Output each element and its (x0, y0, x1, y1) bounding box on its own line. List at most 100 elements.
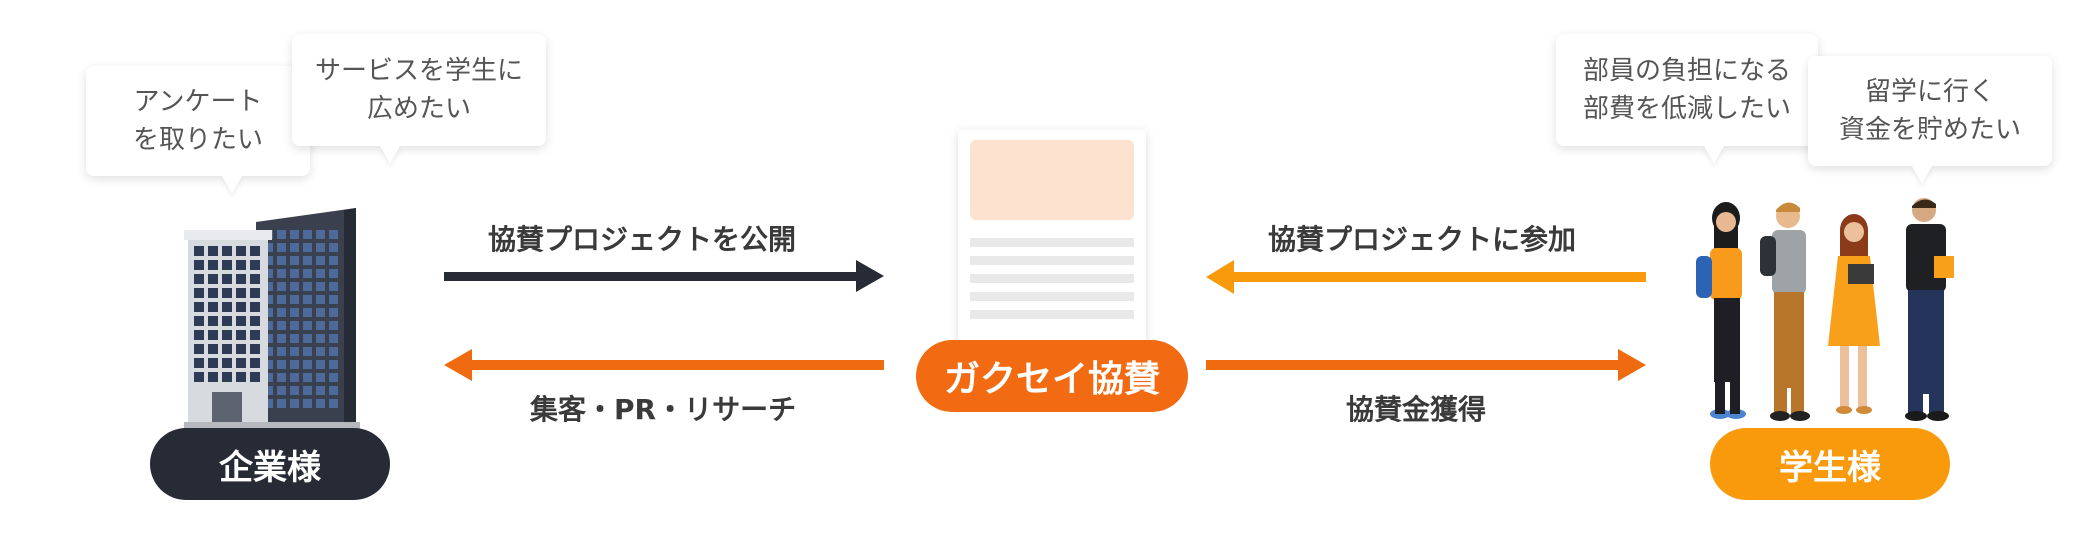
students-group-icon (1696, 198, 1954, 421)
building-window (303, 230, 312, 239)
bubble-line: サービスを学生に (314, 56, 523, 86)
building-window (222, 316, 232, 326)
building-window (277, 347, 286, 356)
building-window (194, 372, 204, 382)
bubble-line: 資金を貯めたい (1838, 115, 2021, 145)
building-window (329, 334, 338, 343)
bubble-line: 留学に行く (1864, 77, 1995, 107)
building-window (194, 302, 204, 312)
building-window (222, 302, 232, 312)
building-window (236, 302, 246, 312)
building-window (194, 316, 204, 326)
bubble-tail (1704, 146, 1724, 164)
document-line (970, 274, 1134, 283)
building-window (250, 302, 260, 312)
building-window (194, 274, 204, 284)
building-window (208, 316, 218, 326)
building-window (250, 246, 260, 256)
building-window (303, 243, 312, 252)
building-window (277, 360, 286, 369)
building-window (277, 334, 286, 343)
building-window (290, 230, 299, 239)
building-window (316, 282, 325, 291)
building-window (250, 274, 260, 284)
building-window (264, 360, 273, 369)
building-window (222, 288, 232, 298)
building-window (222, 246, 232, 256)
building-window (264, 243, 273, 252)
building-window (303, 360, 312, 369)
building-window (194, 358, 204, 368)
building-window (277, 321, 286, 330)
building-window (222, 330, 232, 340)
building-window (277, 386, 286, 395)
building-window (264, 321, 273, 330)
document-line (970, 238, 1134, 247)
students-label: 学生様 (1779, 447, 1881, 488)
building-window (264, 386, 273, 395)
building-window (264, 282, 273, 291)
building-window (277, 308, 286, 317)
arrow-left-orange (444, 349, 884, 381)
building-window (264, 373, 273, 382)
speech-bubble-company-survey: アンケート を取りたい (86, 66, 310, 176)
building-window (222, 260, 232, 270)
building-window (194, 246, 204, 256)
speech-bubble-company-promote: サービスを学生に 広めたい (292, 34, 546, 146)
building-window (290, 373, 299, 382)
arrow-right-navy (444, 260, 884, 292)
document-line (970, 292, 1134, 301)
building-window (303, 308, 312, 317)
building-window (290, 256, 299, 265)
bubble-line: 広めたい (366, 94, 471, 124)
building-window (208, 372, 218, 382)
building-window (277, 269, 286, 278)
building-window (208, 260, 218, 270)
building-window (277, 243, 286, 252)
building-window (222, 372, 232, 382)
building-window (250, 358, 260, 368)
building-window (264, 295, 273, 304)
office-building-icon (184, 208, 360, 430)
building-window (277, 256, 286, 265)
building-window (290, 347, 299, 356)
document-line (970, 256, 1134, 265)
building-window (329, 347, 338, 356)
building-window (290, 295, 299, 304)
flow-label-join: 協賛プロジェクトに参加 (1268, 223, 1577, 256)
building-window (208, 274, 218, 284)
building-window (264, 334, 273, 343)
building-window (236, 358, 246, 368)
building-window (316, 230, 325, 239)
building-window (236, 372, 246, 382)
building-window (303, 256, 312, 265)
building-window (264, 347, 273, 356)
building-window (316, 360, 325, 369)
building-window (250, 344, 260, 354)
building-window (194, 330, 204, 340)
document-line (970, 310, 1134, 319)
building-window (290, 308, 299, 317)
building-window (290, 386, 299, 395)
building-window (208, 246, 218, 256)
building-window (290, 321, 299, 330)
speech-bubble-student-study-abroad: 留学に行く 資金を貯めたい (1808, 56, 2052, 166)
building-window (208, 330, 218, 340)
students-label-pill: 学生様 (1710, 428, 1950, 500)
building-window (316, 269, 325, 278)
bubble-line: を取りたい (132, 125, 263, 155)
building-window (208, 358, 218, 368)
arrow-left-orange-light (1206, 260, 1646, 294)
building-window (222, 358, 232, 368)
building-window (329, 230, 338, 239)
service-name: ガクセイ協賛 (943, 359, 1160, 400)
building-window (316, 295, 325, 304)
building-window (277, 295, 286, 304)
building-window (236, 316, 246, 326)
flow-label-publish: 協賛プロジェクトを公開 (488, 223, 797, 256)
building-window (329, 282, 338, 291)
building-window (236, 288, 246, 298)
bubble-line: アンケート (133, 87, 263, 117)
building-window (303, 295, 312, 304)
company-label-pill: 企業様 (150, 428, 390, 500)
